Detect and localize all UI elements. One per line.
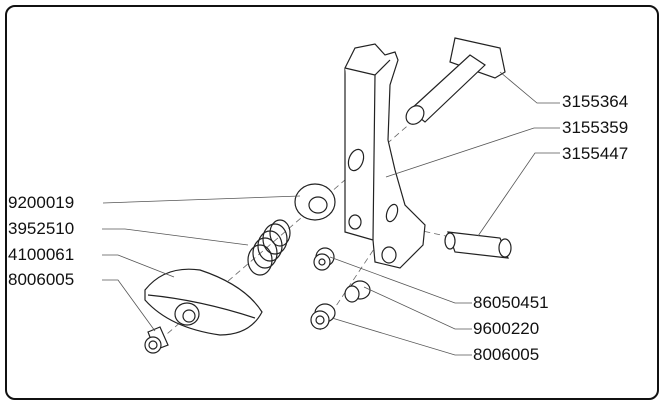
part-label-3155364: 3155364: [562, 92, 629, 111]
sleeve-part-9600220: [344, 280, 371, 303]
nut-part-right: [310, 303, 336, 330]
washer-part: [294, 183, 336, 221]
part-label-8006005-right: 8006005: [473, 345, 540, 364]
part-label-3155359: 3155359: [562, 118, 629, 137]
part-label-4100061: 4100061: [8, 245, 75, 264]
spring-part: [247, 219, 291, 276]
bracket-part: [344, 43, 426, 269]
pin-part: [405, 37, 506, 125]
part-label-8006005-left: 8006005: [8, 270, 75, 289]
part-label-86050451: 86050451: [473, 293, 549, 312]
nut-part-86050451: [313, 247, 335, 271]
knob-part: [144, 268, 263, 336]
part-label-9200019: 9200019: [8, 193, 75, 212]
part-label-3155447: 3155447: [562, 144, 629, 163]
diagram-frame: [5, 5, 659, 400]
part-label-3952510: 3952510: [8, 219, 75, 238]
bolt-part: [444, 231, 512, 259]
nut-part-left: [144, 326, 169, 354]
leader-lines: [102, 71, 560, 356]
part-label-9600220: 9600220: [473, 319, 540, 338]
